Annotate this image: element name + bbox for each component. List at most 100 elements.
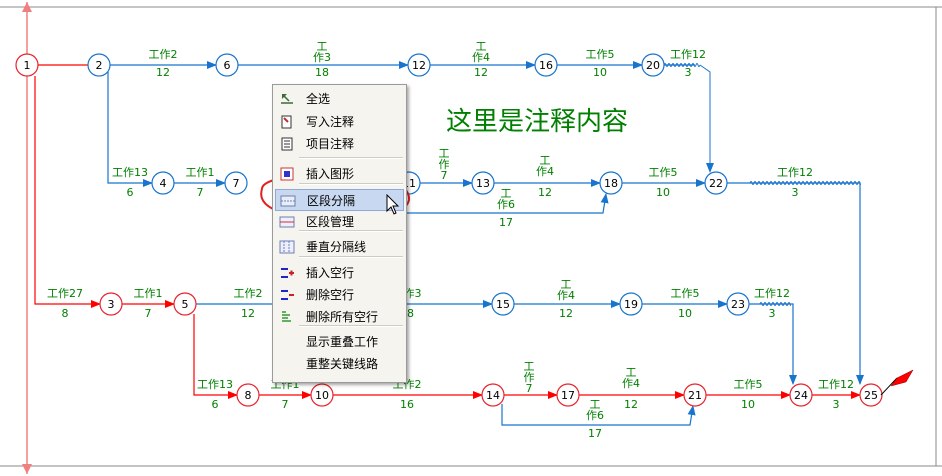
menu-item-5[interactable]: 区段分隔: [275, 189, 404, 211]
node-6[interactable]: 6: [215, 53, 239, 77]
activity-name: 工: [524, 360, 535, 373]
activity-name: 工作1: [134, 287, 163, 300]
activity-name: 作6: [497, 198, 515, 211]
blank-icon: [279, 356, 295, 372]
svg-text:14: 14: [486, 389, 500, 402]
node-24[interactable]: 24: [789, 383, 813, 407]
menu-item-3[interactable]: 项目注释: [275, 133, 404, 155]
delete-all-rows-icon: [279, 309, 295, 325]
node-21[interactable]: 21: [683, 383, 707, 407]
node-25[interactable]: 25: [859, 383, 883, 407]
activity-duration: 3: [792, 186, 799, 199]
activity-arrow[interactable]: [727, 182, 864, 385]
activity-duration: 3: [685, 66, 692, 79]
menu-separator: [299, 256, 403, 258]
activity-duration: 12: [156, 66, 170, 79]
menu-item-8[interactable]: 插入空行: [275, 262, 404, 284]
activity-name: 工: [590, 398, 601, 411]
menu-item-label: 删除空行: [306, 288, 355, 302]
activity-name: 工作2: [149, 48, 178, 61]
node-22[interactable]: 22: [704, 171, 728, 195]
activity-duration: 7: [282, 398, 289, 411]
menu-separator: [299, 230, 403, 232]
activity-duration: 12: [559, 307, 573, 320]
activity-name: 工: [476, 40, 487, 53]
activity-duration: 8: [62, 307, 69, 320]
activity-name: 工作12: [777, 166, 813, 179]
node-13[interactable]: 13: [471, 171, 495, 195]
node-8[interactable]: 8: [236, 383, 260, 407]
activity-duration: 17: [499, 216, 513, 229]
svg-text:16: 16: [539, 59, 553, 72]
activity-duration: 3: [769, 307, 776, 320]
svg-text:17: 17: [561, 389, 575, 402]
activity-duration: 10: [593, 66, 607, 79]
menu-item-7[interactable]: 垂直分隔线: [275, 236, 404, 258]
svg-text:6: 6: [224, 59, 231, 72]
delete-row-icon: [279, 287, 295, 303]
node-3[interactable]: 3: [99, 292, 123, 316]
activity-name: 作4: [536, 165, 554, 178]
node-2[interactable]: 2: [87, 53, 111, 77]
activity-duration: 12: [624, 398, 638, 411]
menu-item-4[interactable]: 插入图形: [275, 163, 404, 185]
node-16[interactable]: 16: [534, 53, 558, 77]
menu-item-1[interactable]: 全选: [275, 88, 404, 110]
svg-text:4: 4: [160, 177, 167, 190]
svg-text:24: 24: [794, 389, 808, 402]
menu-item-10[interactable]: 删除所有空行: [275, 306, 404, 328]
activity-name: 工作5: [649, 166, 678, 179]
menu-item-6[interactable]: 区段管理: [275, 211, 404, 233]
node-15[interactable]: 15: [491, 292, 515, 316]
activity-duration: 3: [833, 398, 840, 411]
activity-arrow[interactable]: [193, 314, 238, 399]
svg-text:12: 12: [412, 59, 426, 72]
menu-item-9[interactable]: 删除空行: [275, 284, 404, 306]
select-all-icon: [279, 91, 295, 107]
activity-duration: 6: [127, 186, 134, 199]
node-23[interactable]: 23: [726, 292, 750, 316]
menu-separator: [299, 157, 403, 159]
menu-item-12[interactable]: 重整关键线路: [275, 353, 404, 375]
node-20[interactable]: 20: [641, 53, 665, 77]
svg-text:19: 19: [624, 298, 638, 311]
node-5[interactable]: 5: [173, 292, 197, 316]
activity-arrow[interactable]: [107, 72, 153, 187]
node-12[interactable]: 12: [407, 53, 431, 77]
activity-name: 作: [524, 371, 535, 384]
activity-name: 作: [439, 158, 450, 171]
node-17[interactable]: 17: [556, 383, 580, 407]
menu-item-11[interactable]: 显示重叠工作: [275, 331, 404, 353]
context-menu: 全选写入注释项目注释插入图形区段分隔区段管理垂直分隔线插入空行删除空行删除所有空…: [272, 84, 407, 383]
node-7[interactable]: 7: [224, 171, 248, 195]
svg-text:13: 13: [476, 177, 490, 190]
svg-text:5: 5: [182, 298, 189, 311]
activity-name: 工作12: [818, 378, 854, 391]
activity-name: 作6: [586, 409, 604, 422]
svg-text:2: 2: [96, 59, 103, 72]
blank-icon: [279, 334, 295, 350]
menu-separator: [299, 325, 403, 327]
annotation-text[interactable]: 这里是注释内容: [446, 107, 628, 137]
menu-item-label: 全选: [306, 92, 331, 106]
activity-arrow[interactable]: [501, 404, 696, 426]
activity-name: 工作12: [670, 48, 706, 61]
node-1[interactable]: 1: [15, 53, 39, 77]
activity-name: 工作27: [47, 287, 83, 300]
node-18[interactable]: 18: [599, 171, 623, 195]
insert-shape-icon: [279, 166, 295, 182]
node-4[interactable]: 4: [151, 171, 175, 195]
activity-name: 工: [439, 147, 450, 160]
node-14[interactable]: 14: [481, 383, 505, 407]
svg-text:25: 25: [864, 389, 878, 402]
activity-arrow[interactable]: [749, 303, 797, 385]
node-10[interactable]: 10: [310, 383, 334, 407]
menu-item-label: 插入图形: [306, 167, 355, 181]
activity-arrow[interactable]: [34, 76, 101, 308]
project-note-icon: [279, 136, 295, 152]
menu-item-2[interactable]: 写入注释: [275, 111, 404, 133]
node-19[interactable]: 19: [619, 292, 643, 316]
activity-duration: 12: [538, 186, 552, 199]
activity-name: 工: [540, 154, 551, 167]
